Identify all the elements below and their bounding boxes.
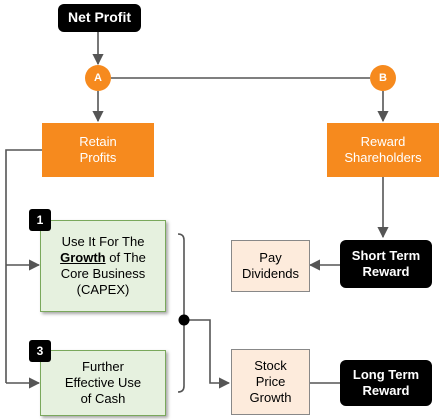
growth-capex-line3: Core Business [60, 266, 146, 281]
pay-dividends-node: Pay Dividends [231, 240, 310, 292]
effective-cash-line1: Further [82, 358, 124, 374]
net-profit-node: Net Profit [58, 4, 141, 32]
line-junction-to-stock [184, 319, 231, 389]
short-term-reward-line1: Short Term [351, 247, 421, 263]
growth-emphasis: Growth [60, 249, 106, 265]
short-term-reward-line2: Reward [362, 264, 410, 279]
growth-capex-line4: (CAPEX) [76, 282, 130, 298]
effective-cash-line3: of Cash [80, 391, 126, 407]
pay-dividends-line1: Pay [259, 249, 282, 265]
branch-b-label: B [379, 72, 387, 84]
stock-price-growth-line2: Price [255, 373, 286, 389]
effective-cash-node: Further Effective Use of Cash [40, 350, 166, 416]
growth-capex-node: Use It For The Growth of The Core Busine… [40, 220, 166, 312]
branch-b-circle: B [370, 65, 396, 91]
badge-1: 1 [29, 209, 51, 231]
retain-profits-node: Retain Profits [42, 123, 154, 177]
line-right-bracket [177, 233, 185, 393]
retain-profits-line1: Retain [79, 133, 117, 149]
branch-a-label: A [94, 72, 102, 84]
short-term-reward-node: Short Term Reward [340, 240, 432, 288]
junction-dot [178, 314, 190, 326]
long-term-reward-node: Long Term Reward [340, 360, 432, 406]
growth-capex-line1: Use It For The [61, 233, 145, 249]
badge-1-label: 1 [36, 213, 44, 227]
effective-cash-line2: Effective Use [64, 374, 142, 390]
reward-shareholders-node: Reward Shareholders [327, 123, 439, 177]
badge-3-label: 3 [36, 344, 44, 358]
growth-capex-line2-rest: of The [109, 249, 146, 265]
line-retain-bracket [5, 149, 42, 383]
long-term-reward-line2: Reward [362, 383, 410, 398]
stock-price-growth-node: Stock Price Growth [231, 349, 310, 415]
reward-shareholders-line1: Reward [360, 133, 406, 149]
retain-profits-line2: Profits [79, 150, 117, 165]
long-term-reward-line1: Long Term [352, 366, 420, 382]
stock-price-growth-line3: Growth [249, 390, 292, 406]
pay-dividends-line2: Dividends [241, 266, 300, 281]
badge-3: 3 [29, 340, 51, 362]
net-profit-label: Net Profit [68, 9, 131, 26]
reward-shareholders-line2: Shareholders [344, 150, 422, 165]
branch-a-circle: A [85, 65, 111, 91]
stock-price-growth-line1: Stock [254, 357, 287, 373]
